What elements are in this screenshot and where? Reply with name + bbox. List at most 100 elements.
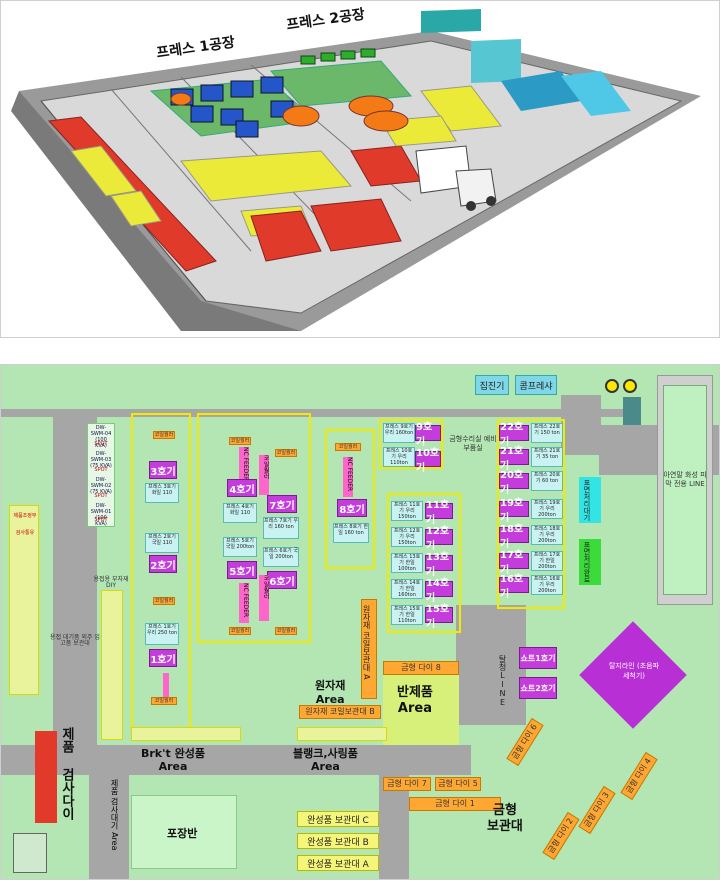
compressor-tanks xyxy=(605,379,641,395)
die-7: 금형 다이 7 xyxy=(383,777,431,791)
press-6[interactable]: 6호기 xyxy=(267,571,297,589)
dust-collector-unit xyxy=(623,397,641,425)
left-storage-column xyxy=(9,505,39,695)
welder-2: DW-SWM-03 (75 KVA) xyxy=(90,451,112,469)
done-store-a: 완성품 보관대 A xyxy=(297,855,379,871)
press-zone-8 xyxy=(325,429,375,569)
surface-done-label: 표면처리완료 xyxy=(583,541,591,583)
pack-box xyxy=(131,795,237,869)
press-3-spec: 프레스 3호기 화일 110 xyxy=(145,483,179,503)
pack-label: 포장반 xyxy=(167,827,198,840)
zinc-line-box xyxy=(663,385,707,595)
press-7[interactable]: 7호기 xyxy=(267,495,297,513)
press-4[interactable]: 4호기 xyxy=(227,479,257,497)
press-9-spec: 프레스 9호기 우리 160ton xyxy=(383,423,415,443)
isometric-factory-view: 프레스 1공장 프레스 2공장 xyxy=(0,0,720,338)
brkt-shelf xyxy=(131,727,241,741)
coil-feeder: 코일퀄러 xyxy=(275,449,297,457)
coil-store-a-label: 원자재 코일보관대 A xyxy=(362,605,371,680)
die-1: 금형 다이 1 xyxy=(409,797,501,811)
gate-box xyxy=(13,833,47,873)
press-19-spec: 프레스 19호기 우리 200ton xyxy=(531,499,563,519)
nc-feeder: NC FEEDER xyxy=(239,447,249,487)
die-6: 금형 다이 6 xyxy=(506,717,544,767)
press-13-spec: 프레스 13호기 한일 100ton xyxy=(391,553,423,573)
press-14[interactable]: 14호기 xyxy=(425,578,453,604)
press-6-spec: 프레스 6호기 국일 200ton xyxy=(263,547,299,567)
press-3[interactable]: 3호기 xyxy=(149,461,177,479)
inspect-bar xyxy=(35,731,57,823)
coil-feeder: 코일퀄러 xyxy=(275,627,297,635)
press-1-feeder xyxy=(163,673,169,697)
press-20-spec: 프레스 20호기 60 ton xyxy=(531,471,563,491)
tank-icon xyxy=(605,379,619,393)
welding-sub-rack xyxy=(87,423,115,527)
road xyxy=(561,395,601,455)
press-14-spec: 프레스 14호기 한일 160ton xyxy=(391,579,423,599)
press-9[interactable]: 9호기 xyxy=(415,422,441,448)
welder-4: DW-SWM-01 (100 KVA) xyxy=(90,503,112,527)
road xyxy=(379,775,409,879)
compressor-button[interactable]: 콤프레샤 xyxy=(515,375,557,395)
dust-collector-button[interactable]: 집진기 xyxy=(475,375,509,395)
press-2-spec: 프레스 2호기 국일 110 xyxy=(145,533,179,553)
press-22[interactable]: 22호기 xyxy=(499,422,529,448)
panel-label-2: 검사통유 xyxy=(15,530,35,536)
press-19[interactable]: 19호기 xyxy=(499,498,529,524)
panel-label-1: 제품조정부 xyxy=(13,513,37,519)
degreasing-line-label: 탈지라인 (초음파 세척기) xyxy=(608,662,660,680)
done-store-b: 완성품 보관대 B xyxy=(297,833,379,849)
press-20[interactable]: 20호기 xyxy=(499,470,529,496)
press-17[interactable]: 17호기 xyxy=(499,550,529,576)
press-15[interactable]: 15호기 xyxy=(425,604,453,630)
die-4: 금형 다이 4 xyxy=(620,751,658,801)
coil-store-b: 원자재 코일보관대 B xyxy=(299,705,381,719)
press-5[interactable]: 5호기 xyxy=(227,561,257,579)
subpart-label: 용접용 부자재 DIY xyxy=(93,576,129,589)
press-15-spec: 프레스 15호기 한일 110ton xyxy=(391,605,423,625)
surface-done-box xyxy=(579,539,601,585)
wait-store-label: 용접 대기품 외주 입고품 보관대 xyxy=(50,634,100,647)
road xyxy=(456,605,526,725)
press-1-spec: 프레스 1호기 우리 250 ton xyxy=(145,623,179,645)
done-store-c: 완성품 보관대 C xyxy=(297,811,379,827)
press-16[interactable]: 16호기 xyxy=(499,574,529,600)
press-1[interactable]: 1호기 xyxy=(149,649,177,667)
road xyxy=(89,775,129,879)
press-2[interactable]: 2호기 xyxy=(149,555,177,573)
blank-area-label: 블랭크,사링품 Area xyxy=(293,747,358,773)
shot-machine-2[interactable]: 쇼트2호기 xyxy=(519,677,557,699)
spot-4: SPOT xyxy=(94,517,108,523)
die-8: 금형 다이 8 xyxy=(383,661,459,675)
coil-feeder: 코일퀄러 xyxy=(151,697,177,705)
press-21[interactable]: 21호기 xyxy=(499,446,529,472)
factory-floor-plan: DW-SWM-04 (100 KVA) SPOT DW-SWM-03 (75 K… xyxy=(0,364,720,880)
mold-repair-room: 금형수리실 예비부품실 xyxy=(449,435,497,452)
press-13[interactable]: 13호기 xyxy=(425,552,453,578)
semi-area-box xyxy=(383,675,459,745)
coil-feeder: 코일퀄러 xyxy=(229,437,251,445)
press-22-spec: 프레스 22호기 150 ton xyxy=(531,423,563,443)
coil-feeder: 코일퀄러 xyxy=(153,597,175,605)
press-zone-9-10 xyxy=(379,419,443,469)
shot-machine-1[interactable]: 쇼트1호기 xyxy=(519,647,557,669)
press-18-spec: 프레스 18호기 우리 200ton xyxy=(531,525,563,545)
inspect-line-label: 제품 검사다이 xyxy=(59,727,74,820)
press-17-spec: 프레스 17호기 한일 200ton xyxy=(531,551,563,571)
press-zone-2 xyxy=(197,413,311,643)
semi-area-label: 반제품 Area xyxy=(397,685,433,716)
press-18[interactable]: 18호기 xyxy=(499,524,529,550)
mold-store-label: 금형 보관대 xyxy=(487,803,523,834)
press-16-spec: 프레스 16호기 우리 200ton xyxy=(531,575,563,595)
coil-feeder-line: 코일퀄러 xyxy=(259,575,269,621)
press-8[interactable]: 8호기 xyxy=(337,499,367,517)
coil-feeder-line: 코일퀄러 xyxy=(259,455,269,495)
press-12[interactable]: 12호기 xyxy=(425,526,453,552)
nc-feeder: NC FEEDER xyxy=(239,583,249,623)
die-3: 금형 다이 3 xyxy=(578,785,616,835)
press-11[interactable]: 11호기 xyxy=(425,500,453,526)
press-8-spec: 프레스 8호기 한일 160 ton xyxy=(333,523,369,543)
welder-3: DW-SWM-02 (75 KVA) xyxy=(90,477,112,495)
press-10[interactable]: 10호기 xyxy=(415,448,441,474)
spot-2: SPOT xyxy=(94,467,108,473)
